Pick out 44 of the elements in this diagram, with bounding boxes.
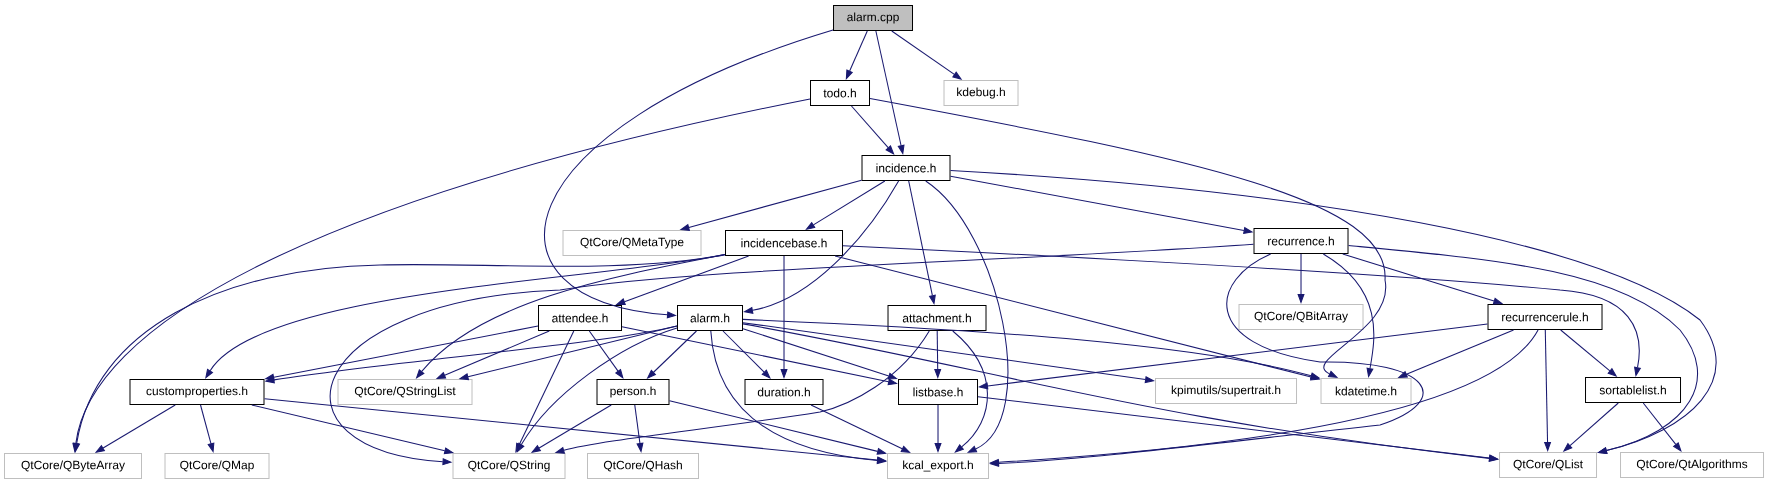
file-box: duration.h (744, 379, 824, 405)
file-box: QtCore/QMap (164, 453, 270, 479)
file-box: customproperties.h (129, 379, 265, 405)
file-box: kdebug.h (943, 80, 1019, 106)
arrow (925, 180, 1009, 453)
arrow (1642, 402, 1682, 452)
file-box: todo.h (810, 80, 870, 106)
file-box: recurrence.h (1253, 228, 1349, 254)
file-box: QtCore/QHash (587, 453, 699, 479)
arrow (544, 29, 834, 319)
file-box: QtCore/QByteArray (4, 453, 142, 479)
arrow (722, 330, 771, 379)
file-box: kcal_export.h (887, 453, 989, 479)
arrow (329, 243, 1255, 466)
file-box: QtCore/QStringList (337, 379, 473, 405)
file-box: kdatetime.h (1320, 378, 1412, 404)
arrow (205, 254, 726, 379)
file-box: alarm.h (677, 305, 743, 331)
file-box: incidence.h (861, 155, 951, 181)
file-box: attendee.h (538, 305, 622, 331)
arrow (588, 330, 624, 379)
file-box: attachment.h (887, 305, 987, 331)
arrow (850, 105, 895, 155)
file-box: recurrencerule.h (1487, 304, 1603, 330)
arrow (805, 180, 886, 230)
arrow (742, 328, 898, 380)
arrow (869, 98, 1386, 378)
file-box: QtCore/QBitArray (1238, 304, 1364, 330)
file-box: QtCore/QList (1499, 452, 1597, 478)
file-box: QtCore/QMetaType (562, 230, 702, 256)
arrow (515, 330, 575, 453)
file-box: person.h (596, 379, 670, 405)
file-box: QtCore/QString (452, 453, 566, 479)
arrow (516, 327, 678, 453)
file-box: QtCore/QtAlgorithms (1620, 452, 1764, 478)
file-box: incidencebase.h (725, 230, 843, 256)
file-box: listbase.h (898, 379, 978, 405)
arrow (845, 30, 868, 80)
file-box: alarm.cpp (833, 5, 913, 31)
file-box: kpimutils/supertrait.h (1155, 378, 1297, 404)
arrow (952, 330, 988, 453)
file-box: sortablelist.h (1585, 377, 1681, 403)
arrow (1348, 245, 1698, 455)
arrow (810, 404, 911, 453)
